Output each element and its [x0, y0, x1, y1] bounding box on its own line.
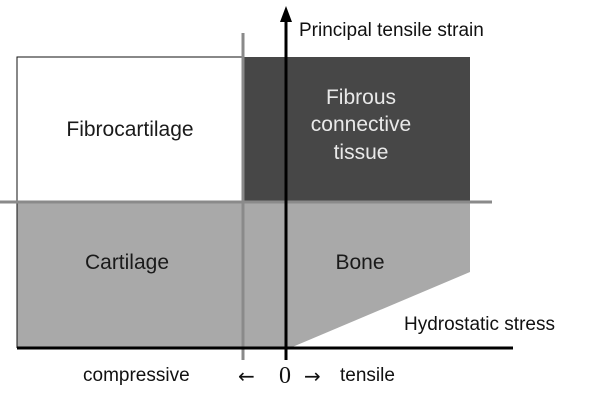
- y-axis-arrowhead: [280, 6, 292, 22]
- label-fibrous-line-2: connective: [310, 113, 412, 137]
- label-fibrous-line-3: tissue: [333, 140, 389, 164]
- label-fibrous-connective-tissue: Fibrous connective tissue: [286, 84, 436, 166]
- region-fibrous-connective-tissue: [243, 57, 470, 202]
- label-fibrocartilage: Fibrocartilage: [66, 118, 194, 141]
- label-fibrous-line-1: Fibrous: [325, 86, 397, 109]
- label-bone: Bone: [335, 251, 385, 274]
- label-compressive: compressive: [83, 365, 190, 386]
- x-axis-label: Hydrostatic stress: [404, 314, 555, 335]
- y-axis-label: Principal tensile strain: [299, 20, 484, 41]
- right-arrow-icon: →: [304, 364, 321, 388]
- label-tensile: tensile: [340, 365, 395, 386]
- label-cartilage: Cartilage: [84, 251, 170, 274]
- origin-zero-label: 0: [279, 363, 291, 389]
- left-arrow-icon: ←: [238, 364, 255, 388]
